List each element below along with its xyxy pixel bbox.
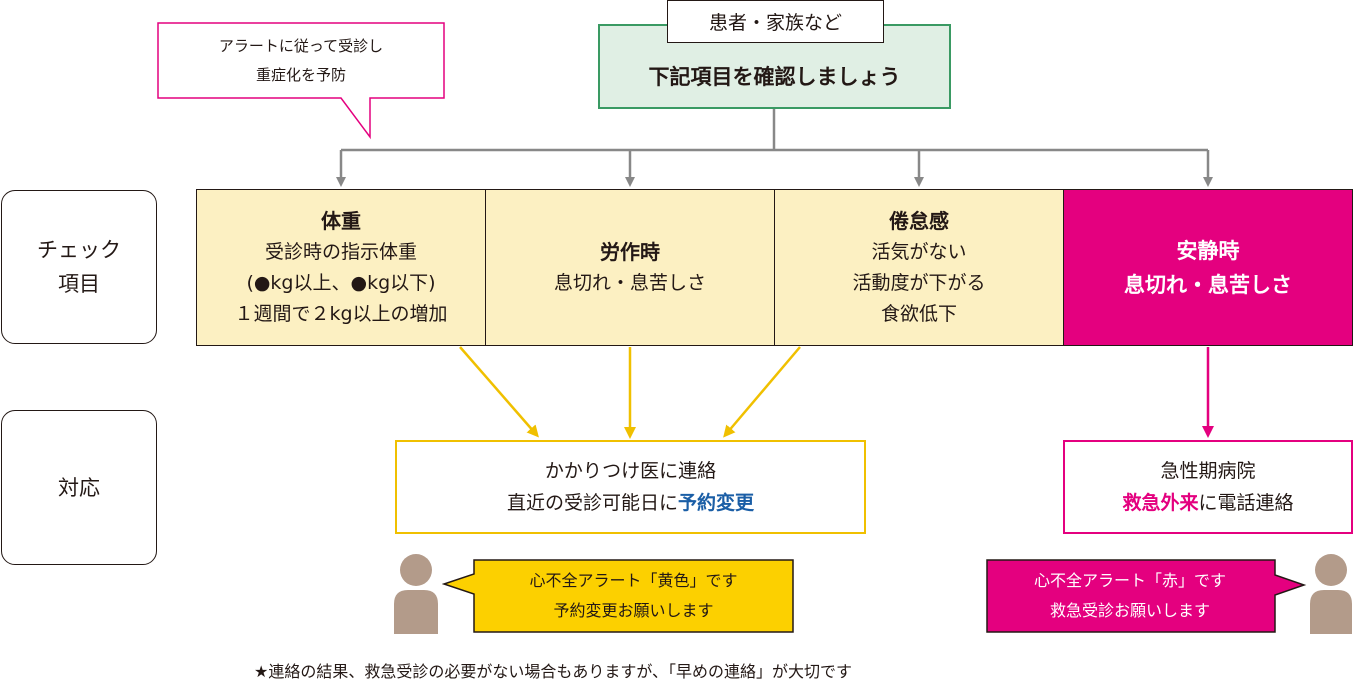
top-label-text: 患者・家族など xyxy=(708,12,842,34)
footnote: ★連絡の結果、救急受診の必要がない場合もありますが、「早めの連絡」が大切です xyxy=(254,658,1054,686)
side-label-response-text: 対応 xyxy=(58,475,100,500)
response-pink-suffix: に電話連絡 xyxy=(1198,492,1294,514)
response-pink-line-2: 救急外来に電話連絡 xyxy=(1122,487,1293,519)
check-item-title: 倦怠感 xyxy=(889,208,949,233)
bubble-yellow-shape xyxy=(442,559,794,633)
callout-text: アラートに従って受診し 重症化を予防 xyxy=(158,24,444,98)
bubble-pink-shape xyxy=(986,559,1307,633)
side-label-check-line-1: チェック xyxy=(37,238,121,262)
side-label-check-items: チェック 項目 xyxy=(1,190,157,344)
bubble-yellow-text: 心不全アラート「黄色」です 予約変更お願いします xyxy=(474,560,793,632)
check-item-title: 体重 xyxy=(321,208,361,233)
check-item-fatigue: 倦怠感 活気がない 活動度が下がる 食欲低下 xyxy=(774,189,1064,346)
person-icon xyxy=(394,554,438,634)
check-item-line: １週間で２kg以上の増加 xyxy=(234,302,448,325)
check-item-line: 受診時の指示体重 xyxy=(264,240,417,263)
response-pink-line-1: 急性期病院 xyxy=(1160,460,1256,482)
check-item-line: (●kg以上、●kg以下) xyxy=(246,271,436,294)
response-pink-emphasis: 救急外来 xyxy=(1122,492,1199,514)
yellow-arrow-left xyxy=(459,346,539,438)
response-yellow-prefix: 直近の受診可能日に xyxy=(506,492,678,514)
response-pink-box: 急性期病院 救急外来に電話連絡 xyxy=(1063,440,1353,534)
callout-line-1: アラートに従って受診し xyxy=(218,37,384,55)
check-item-exertion: 労作時 息切れ・息苦しさ xyxy=(485,189,775,346)
instruction-text: 下記項目を確認しましょう xyxy=(648,64,901,89)
check-item-line: 活気がない xyxy=(871,240,967,263)
response-yellow-line-2: 直近の受診可能日に予約変更 xyxy=(507,487,754,519)
top-label: 患者・家族など xyxy=(667,0,884,43)
bubble-pink-line-1: 心不全アラート「赤」です xyxy=(1033,571,1226,590)
bubble-yellow-line-1: 心不全アラート「黄色」です xyxy=(529,571,738,590)
side-label-response: 対応 xyxy=(1,410,157,565)
bubble-pink-line-2: 救急受診お願いします xyxy=(1049,601,1210,620)
bubble-pink-text: 心不全アラート「赤」です 救急受診お願いします xyxy=(987,560,1273,632)
check-item-line: 息切れ・息苦しさ xyxy=(1124,272,1292,297)
check-item-title: 労作時 xyxy=(600,239,660,264)
yellow-arrow-right xyxy=(723,346,801,438)
response-yellow-line-1: かかりつけ医に連絡 xyxy=(544,460,717,482)
check-item-weight: 体重 受診時の指示体重 (●kg以上、●kg以下) １週間で２kg以上の増加 xyxy=(196,189,486,346)
check-item-line: 食欲低下 xyxy=(880,302,957,325)
bubble-yellow-line-2: 予約変更お願いします xyxy=(553,601,714,620)
side-label-check-line-2: 項目 xyxy=(58,272,100,296)
check-item-title: 安静時 xyxy=(1176,238,1240,263)
callout-bubble xyxy=(157,22,445,140)
check-item-line: 活動度が下がる xyxy=(852,271,986,294)
footnote-text: ★連絡の結果、救急受診の必要がない場合もありますが、「早めの連絡」が大切です xyxy=(254,662,853,681)
person-icon xyxy=(1310,554,1352,634)
callout-line-2: 重症化を予防 xyxy=(255,66,346,84)
response-yellow-box: かかりつけ医に連絡 直近の受診可能日に予約変更 xyxy=(395,440,866,534)
check-item-line: 息切れ・息苦しさ xyxy=(553,271,706,294)
check-item-rest: 安静時 息切れ・息苦しさ xyxy=(1063,189,1353,346)
response-yellow-emphasis: 予約変更 xyxy=(678,492,755,514)
